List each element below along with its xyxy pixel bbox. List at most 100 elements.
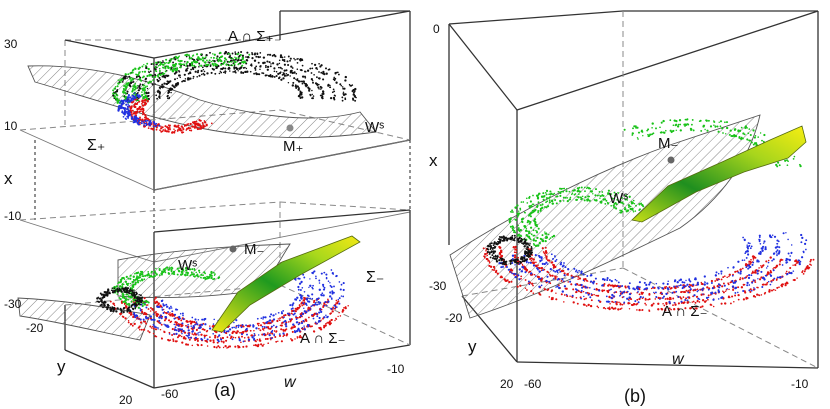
attractor-point (132, 68, 135, 71)
attractor-point (177, 269, 180, 272)
attractor-point (744, 252, 747, 255)
attractor-point (145, 306, 148, 309)
attractor-point (192, 333, 195, 336)
attractor-point (115, 285, 118, 288)
attractor-point (134, 302, 136, 304)
attractor-point (184, 78, 187, 80)
attractor-point (237, 70, 239, 72)
attractor-point (162, 312, 165, 314)
attractor-point (129, 311, 133, 315)
attractor-point (279, 54, 283, 57)
attractor-point (684, 307, 687, 310)
attractor-point (127, 298, 129, 301)
attractor-point (542, 251, 545, 253)
attractor-point (545, 201, 547, 204)
attractor-point (498, 262, 501, 265)
attractor-point (106, 308, 109, 311)
attractor-point (190, 271, 193, 274)
attractor-point (518, 236, 521, 239)
attractor-point (140, 120, 143, 122)
attractor-point (524, 225, 527, 227)
attractor-point (149, 325, 152, 328)
attractor-point (614, 278, 617, 281)
attractor-point (142, 97, 145, 100)
attractor-point (729, 281, 732, 284)
attractor-point (201, 318, 204, 321)
attractor-point (180, 335, 183, 338)
attractor-point (253, 334, 256, 337)
attractor-point (130, 101, 133, 104)
attractor-point (250, 334, 254, 337)
attractor-point (745, 256, 748, 259)
attractor-point (185, 269, 188, 272)
attractor-point (329, 295, 332, 298)
attractor-point (641, 203, 644, 207)
attractor-point (297, 80, 300, 82)
attractor-point (188, 129, 191, 132)
attractor-point (257, 73, 259, 75)
attractor-point (301, 75, 305, 78)
attractor-point (191, 333, 194, 335)
attractor-point (688, 283, 691, 286)
attractor-point (325, 273, 328, 276)
attractor-point (255, 72, 258, 75)
attractor-point (102, 306, 104, 309)
attractor-point (127, 277, 130, 280)
attractor-point (774, 289, 777, 292)
attractor-point (126, 287, 128, 290)
attractor-point (285, 333, 289, 336)
attractor-point (518, 230, 521, 233)
attractor-point (173, 273, 176, 276)
attractor-point (151, 325, 154, 328)
attractor-point (563, 187, 566, 190)
attractor-point (561, 278, 564, 281)
attractor-point (585, 286, 588, 289)
attractor-point (281, 67, 283, 70)
attractor-point (537, 277, 541, 281)
attractor-point (785, 281, 788, 284)
attractor-point (225, 339, 228, 342)
attractor-point (237, 345, 241, 348)
attractor-point (541, 195, 543, 198)
attractor-point (666, 287, 669, 290)
attractor-point (249, 64, 252, 66)
attractor-point (102, 302, 105, 305)
attractor-point (298, 282, 302, 285)
attractor-point (580, 186, 583, 189)
attractor-point (609, 302, 611, 305)
attractor-point (198, 123, 201, 126)
attractor-point (164, 70, 167, 73)
attractor-point (538, 270, 541, 273)
attractor-point (216, 336, 219, 338)
attractor-point (304, 302, 308, 305)
attractor-point (499, 238, 502, 242)
attractor-point (274, 55, 277, 58)
attractor-point (760, 266, 763, 269)
attractor-point (167, 130, 170, 133)
attractor-point (235, 57, 238, 60)
attractor-point (762, 242, 765, 244)
attractor-point (114, 97, 117, 100)
attractor-point (128, 100, 132, 103)
attractor-point (264, 337, 267, 341)
attractor-point (493, 242, 496, 245)
attractor-point (311, 313, 313, 316)
attractor-point (141, 279, 144, 282)
attractor-point (277, 311, 280, 314)
attractor-point (580, 272, 583, 275)
attractor-point (270, 321, 272, 324)
attractor-point (96, 297, 99, 300)
attractor-point (164, 324, 167, 327)
attractor-point (678, 284, 680, 287)
attractor-point (769, 274, 773, 277)
attractor-point (489, 243, 491, 246)
attractor-point (310, 78, 314, 81)
attractor-point (132, 303, 136, 306)
attractor-point (139, 272, 142, 276)
attractor-point (727, 282, 729, 285)
attractor-point (605, 199, 608, 202)
attractor-point (164, 125, 167, 128)
attractor-point (324, 325, 326, 328)
attractor-point (498, 252, 502, 256)
attractor-point (776, 286, 779, 289)
